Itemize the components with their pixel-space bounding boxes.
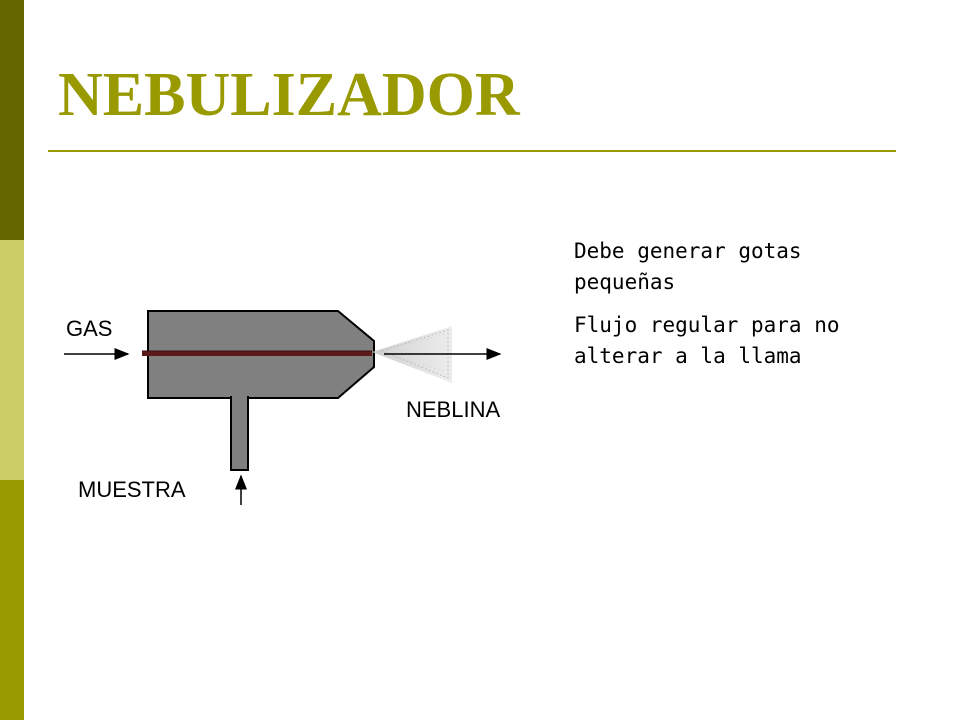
sidebar-stripe-top: [0, 0, 24, 240]
sample-tube: [230, 396, 249, 471]
mist-label: NEBLINA: [406, 397, 500, 422]
title-underline: [48, 150, 896, 152]
gas-label: GAS: [66, 316, 112, 341]
slide-title: NEBULIZADOR: [58, 61, 520, 129]
bullet-item-flow: Flujo regular para no alterar a la llama: [574, 313, 840, 368]
bullet-item-droplets: Debe generar gotas pequeñas: [574, 239, 802, 294]
sample-tube-joint: [232, 394, 247, 400]
sample-label: MUESTRA: [78, 477, 186, 502]
capillary-tube: [142, 351, 372, 356]
sidebar-stripe-bottom: [0, 480, 24, 720]
sidebar-stripe-middle: [0, 240, 24, 480]
bullet-list: Debe generar gotas pequeñas Flujo regula…: [574, 236, 874, 384]
